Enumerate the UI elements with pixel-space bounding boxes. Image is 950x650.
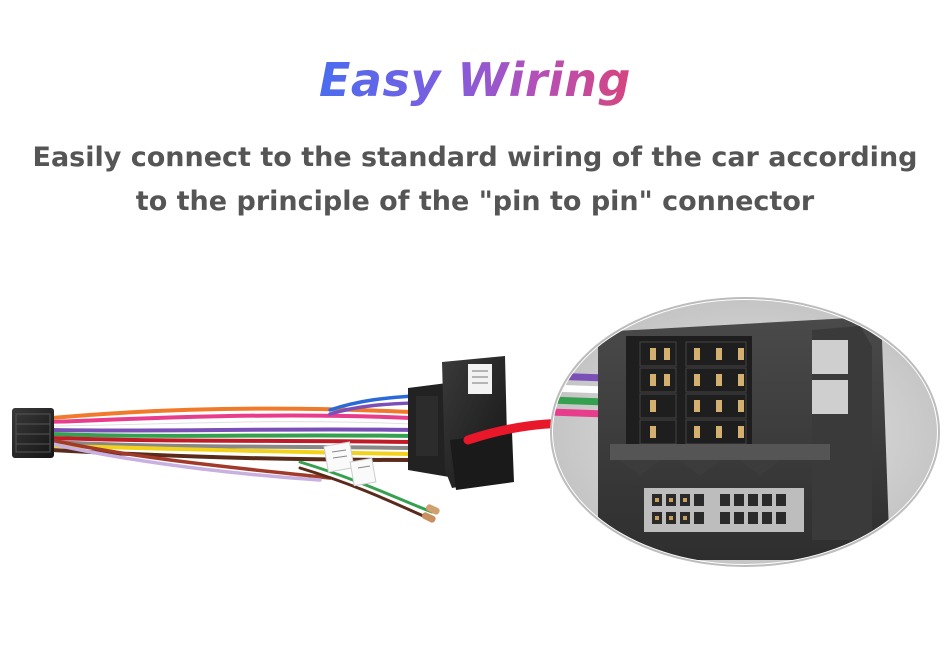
iso-connector-icon [12,408,54,458]
subtitle-line-2: to the principle of the "pin to pin" con… [135,186,815,217]
subtitle-line-1: Easily connect to the standard wiring of… [32,142,918,173]
page-title-text: Easy Wiring [319,53,631,107]
page-title: Easy Wiring [0,52,950,108]
wire-terminals [421,504,440,523]
wire-bundle [49,394,434,520]
harness-plug-icon [408,356,514,490]
connector-closeup-icon [550,297,940,567]
wire-label-tags [323,441,377,487]
